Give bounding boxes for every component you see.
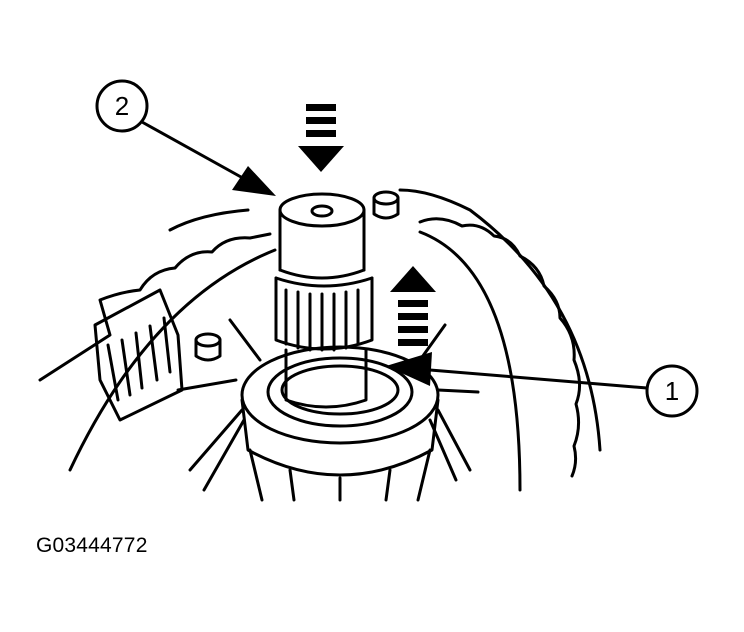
shaft-tool [274, 192, 374, 409]
callout-1: 1 [386, 352, 699, 418]
callout-1-label: 1 [665, 376, 679, 406]
callout-2-arrowhead-icon [232, 166, 276, 196]
up-arrow-icon [390, 266, 436, 346]
figure-caption: G03444772 [36, 534, 148, 557]
hub-base [176, 318, 480, 502]
callout-1-arrowhead-icon [386, 352, 432, 386]
down-arrow-icon [298, 104, 344, 172]
callout-2: 2 [95, 79, 276, 196]
locating-pins [194, 190, 400, 362]
case-housing [38, 188, 602, 492]
callout-2-label: 2 [115, 91, 129, 121]
